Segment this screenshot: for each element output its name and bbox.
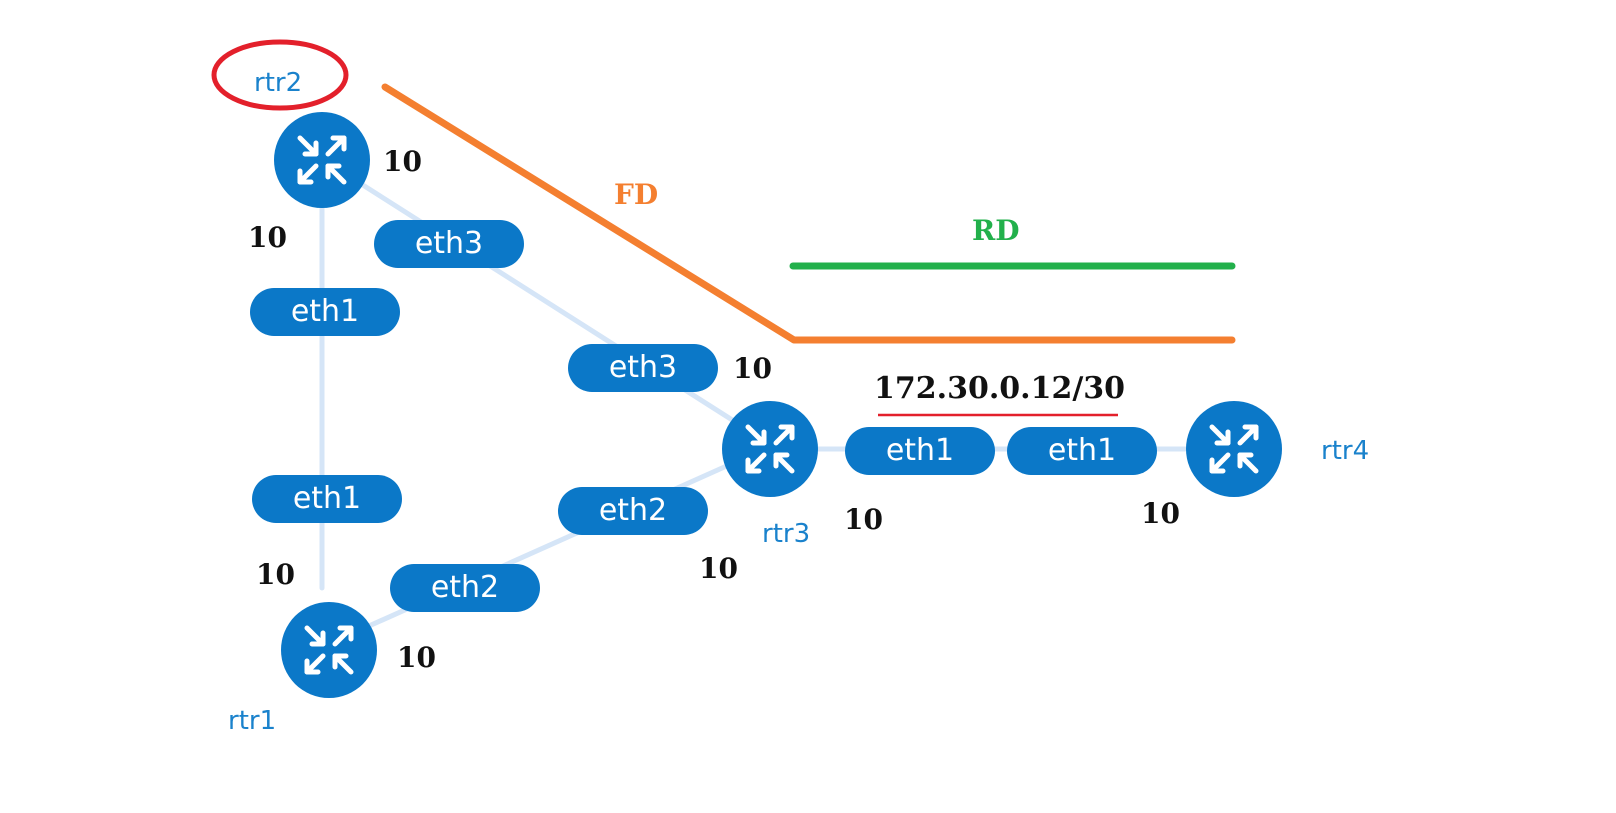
node-label-rtr1: rtr1: [228, 706, 277, 736]
subnet-label: 172.30.0.12/30: [874, 371, 1126, 406]
link-rtr2-rtr3: [352, 177, 751, 433]
iface-rtr1-eth2[interactable]: eth2: [390, 564, 540, 612]
node-label-rtr3: rtr3: [762, 519, 811, 549]
iface-rtr3-eth3[interactable]: eth3: [568, 344, 718, 392]
router-rtr3[interactable]: [722, 401, 818, 497]
metric-rtr3-eth2: 10: [699, 552, 738, 585]
iface-rtr1-eth1[interactable]: eth1: [252, 475, 402, 523]
router-rtr4[interactable]: [1186, 401, 1282, 497]
router-rtr2[interactable]: [274, 112, 370, 208]
rtr2-highlight-ellipse: [211, 39, 349, 111]
fd-label: FD: [614, 178, 659, 211]
iface-rtr3-eth2[interactable]: eth2: [558, 487, 708, 535]
iface-rtr2-eth3[interactable]: eth3: [374, 220, 524, 268]
metric-rtr1-eth2: 10: [397, 641, 436, 674]
metric-rtr4-eth1: 10: [1141, 497, 1180, 530]
metric-rtr2-below: 10: [248, 221, 287, 254]
iface-rtr4-eth1[interactable]: eth1: [1007, 427, 1157, 475]
metric-rtr3-eth1: 10: [844, 503, 883, 536]
iface-rtr3-eth1[interactable]: eth1: [845, 427, 995, 475]
router-rtr1[interactable]: [281, 602, 377, 698]
metric-rtr3-eth3: 10: [733, 352, 772, 385]
fd-line: [381, 83, 1236, 344]
rd-label: RD: [972, 214, 1020, 247]
node-label-rtr4: rtr4: [1321, 436, 1370, 466]
node-label-rtr2: rtr2: [254, 68, 303, 98]
metric-rtr2-right: 10: [383, 145, 422, 178]
iface-rtr2-eth1[interactable]: eth1: [250, 288, 400, 336]
metric-rtr1-eth1: 10: [256, 558, 295, 591]
